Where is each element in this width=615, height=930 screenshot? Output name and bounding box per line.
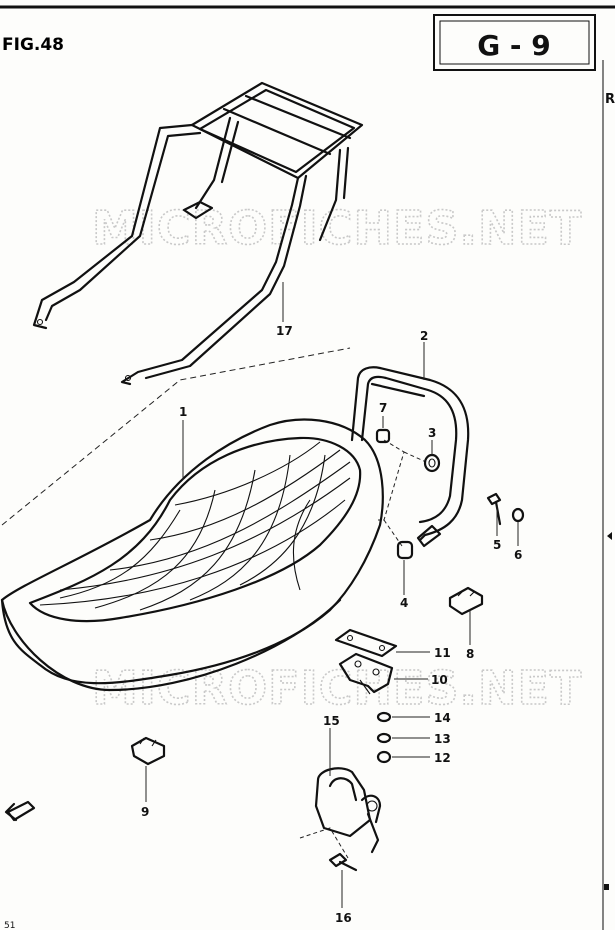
callout-15: 15 [323, 714, 340, 728]
group-code: G - 9 [477, 29, 551, 62]
callout-2: 2 [420, 329, 428, 343]
callout-4: 4 [400, 596, 408, 610]
callout-10: 10 [431, 673, 448, 687]
part-16-bolt [328, 852, 358, 872]
callout-8: 8 [466, 647, 474, 661]
part-4-cushion [396, 540, 414, 560]
part-12-nut [376, 750, 392, 764]
part-11-plate [334, 628, 398, 658]
part-9-stopper [130, 736, 166, 766]
page-mark: 51 [4, 921, 15, 930]
callout-13: 13 [434, 732, 451, 746]
part-13-washer [376, 732, 392, 744]
part-10-hook [338, 652, 394, 695]
part-5-bolt [486, 492, 502, 526]
callout-5: 5 [493, 538, 501, 552]
callout-14: 14 [434, 711, 451, 725]
watermark-bottom: MICROFICHES.NET [92, 661, 582, 715]
callout-17: 17 [276, 324, 293, 338]
part-14-washer [376, 711, 392, 723]
callout-3: 3 [428, 426, 436, 440]
part-7-cushion [375, 428, 391, 444]
callout-16: 16 [335, 911, 352, 925]
callout-7: 7 [379, 401, 387, 415]
part-15-seat-lock [299, 752, 382, 859]
group-code-box: G - 9 [433, 14, 596, 71]
rear-carrier-rack [32, 81, 364, 386]
assembly-dash-lines [1, 347, 427, 547]
edge-tick-mid [607, 532, 612, 540]
callout-12: 12 [434, 751, 451, 765]
grab-rail [350, 366, 470, 548]
part-6-nut [511, 507, 525, 523]
front-arrow-icon [4, 800, 36, 822]
watermark-top: MICROFICHES.NET [92, 201, 582, 255]
seat-assembly [0, 418, 384, 692]
callout-6: 6 [514, 548, 522, 562]
figure-label: FIG.48 [2, 35, 64, 55]
callout-9: 9 [141, 805, 149, 819]
edge-tick-bottom [604, 884, 609, 890]
leader-lines [145, 282, 519, 908]
callout-1: 1 [179, 405, 187, 419]
edge-mark: R [605, 92, 615, 107]
callout-11: 11 [434, 646, 451, 660]
part-3-cushion [423, 453, 441, 473]
part-8-stopper [448, 586, 484, 616]
